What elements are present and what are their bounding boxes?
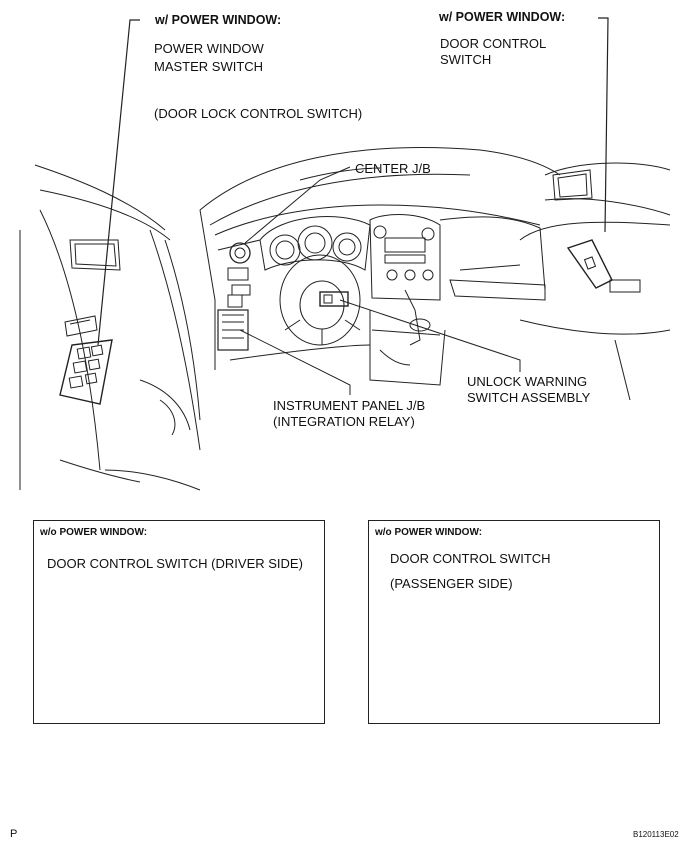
left-air-vent xyxy=(227,242,251,296)
passenger-box-text-line2: (PASSENGER SIDE) xyxy=(390,576,513,591)
door-control-switch-label-line2: SWITCH xyxy=(440,52,492,67)
unlock-warning-label-line2: SWITCH ASSEMBLY xyxy=(467,390,591,405)
power-window-master-switch-label-line1: POWER WINDOW xyxy=(154,41,264,56)
top-right-heading: w/ POWER WINDOW: xyxy=(439,10,566,24)
power-window-master-switch-label-line2: MASTER SWITCH xyxy=(154,59,264,74)
unlock-warning-switch xyxy=(319,291,349,307)
power-window-master-switch xyxy=(59,339,113,405)
passenger-box-text-line1: DOOR CONTROL SWITCH xyxy=(390,551,551,566)
dashboard-outline xyxy=(214,204,546,386)
driver-side-box: w/o POWER WINDOW: DOOR CONTROL SWITCH (D… xyxy=(33,520,325,724)
instrument-panel-jb-label-line1: INSTRUMENT PANEL J/B xyxy=(273,398,426,413)
door-lock-control-switch-label: (DOOR LOCK CONTROL SWITCH) xyxy=(154,106,363,121)
left-bracket-line xyxy=(97,19,140,346)
right-door-outline xyxy=(519,162,671,401)
figure-code: B120113E02 xyxy=(633,830,679,839)
steering-wheel xyxy=(279,254,361,346)
gauge-cluster xyxy=(259,216,371,271)
instrument-panel-jb xyxy=(217,294,249,351)
driver-box-heading: w/o POWER WINDOW: xyxy=(40,527,148,538)
door-control-switch-label-line1: DOOR CONTROL xyxy=(440,36,547,51)
right-bracket-line xyxy=(598,17,609,233)
center-console xyxy=(369,214,441,346)
center-jb-label: CENTER J/B xyxy=(355,161,431,176)
driver-box-text: DOOR CONTROL SWITCH (DRIVER SIDE) xyxy=(47,556,303,571)
passenger-side-box: w/o POWER WINDOW: DOOR CONTROL SWITCH (P… xyxy=(368,520,660,724)
top-left-heading: w/ POWER WINDOW: xyxy=(155,13,282,27)
left-door-outline xyxy=(19,164,201,491)
leader-lines xyxy=(239,166,521,395)
unlock-warning-label-line1: UNLOCK WARNING xyxy=(467,374,588,389)
windshield-frame xyxy=(199,147,561,301)
instrument-panel-jb-label-line2: (INTEGRATION RELAY) xyxy=(273,414,415,429)
passenger-box-heading: w/o POWER WINDOW: xyxy=(375,527,483,538)
right-door-control-switch xyxy=(566,239,613,289)
footer-left-mark: P xyxy=(10,828,18,840)
